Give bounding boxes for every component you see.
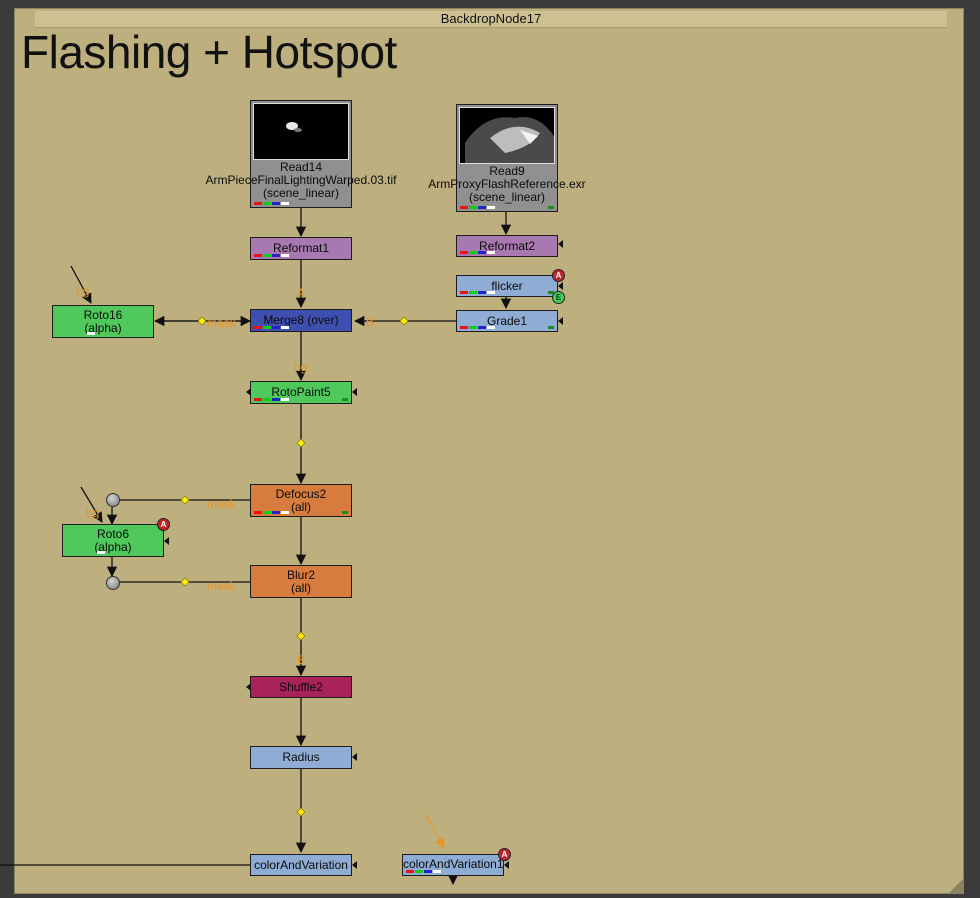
- merge-mask-input-label: mask: [207, 316, 236, 330]
- read14-thumbnail: [253, 103, 349, 160]
- dot-node-upper[interactable]: [106, 493, 120, 507]
- roto16-bg-label: bg: [76, 284, 90, 298]
- channel-chip: [548, 206, 554, 209]
- channel-chips: [254, 511, 289, 514]
- read9-label: Read9: [489, 164, 525, 178]
- shuffle2-label: Shuffle2: [279, 680, 323, 694]
- rotopaint5-label: RotoPaint5: [271, 385, 331, 399]
- merge-b-input-label: B: [366, 315, 375, 329]
- defocus-mask-input-label: mask: [207, 497, 236, 511]
- read14-file: ArmPieceFinalLightingWarped.03.tif: [205, 173, 397, 187]
- shuffle2-node[interactable]: Shuffle2: [250, 676, 352, 698]
- read9-colorspace: (scene_linear): [468, 190, 546, 204]
- radius-node[interactable]: Radius: [250, 746, 352, 769]
- channel-chip: [548, 291, 554, 294]
- colorandvariation-label: colorAndVariation: [254, 858, 348, 872]
- defocus2-node[interactable]: Defocus2 (all): [250, 484, 352, 517]
- roto6-bg-label: bg: [86, 506, 100, 520]
- colorandvariation1-animated-badge: A: [498, 848, 511, 861]
- merge-a-input-label: A: [297, 286, 306, 300]
- channel-chips: [460, 291, 495, 294]
- reformat2-node[interactable]: Reformat2: [456, 235, 558, 257]
- grade1-node[interactable]: Grade1: [456, 310, 558, 332]
- defocus2-label: Defocus2: [275, 487, 327, 501]
- blur-mask-input-label: mask: [207, 579, 236, 593]
- blur2-label: Blur2: [286, 568, 315, 582]
- blur2-node[interactable]: Blur2 (all): [250, 565, 352, 598]
- dot-node-lower[interactable]: [106, 576, 120, 590]
- read9-thumbnail: [459, 107, 555, 164]
- colorandvariation-node[interactable]: colorAndVariation: [250, 854, 352, 876]
- roto6-animated-badge: A: [157, 518, 170, 531]
- roto16-channel: (alpha): [84, 321, 122, 335]
- roto6-node[interactable]: Roto6 (alpha): [62, 524, 164, 557]
- backdrop-name[interactable]: BackdropNode17: [35, 11, 947, 28]
- read14-node[interactable]: Read14 ArmPieceFinalLightingWarped.03.ti…: [206, 100, 396, 208]
- channel-chips: [254, 398, 289, 401]
- colorandvariation1-node[interactable]: colorAndVariation1: [402, 854, 504, 876]
- channel-chip: [342, 511, 348, 514]
- rotopaint5-node[interactable]: RotoPaint5: [250, 381, 352, 404]
- read9-node[interactable]: Read9 ArmProxyFlashReference.exr (scene_…: [428, 104, 586, 212]
- merge-bg-output-label: bg: [294, 360, 308, 374]
- roto16-label: Roto16: [83, 308, 123, 322]
- channel-chip: [548, 326, 554, 329]
- flicker-expression-badge: E: [552, 291, 565, 304]
- reformat1-node[interactable]: Reformat1: [250, 237, 352, 260]
- channel-chips: [460, 326, 495, 329]
- channel-chip: [342, 398, 348, 401]
- flicker-node[interactable]: flicker: [456, 275, 558, 297]
- backdrop-resize-handle[interactable]: [949, 879, 963, 893]
- channel-chips: [460, 206, 495, 209]
- read14-colorspace: (scene_linear): [262, 186, 340, 200]
- read14-label: Read14: [279, 160, 323, 174]
- roto6-label: Roto6: [96, 527, 130, 541]
- reformat2-label: Reformat2: [478, 239, 536, 253]
- backdrop-title: Flashing + Hotspot: [21, 26, 397, 78]
- flicker-label: flicker: [491, 279, 523, 293]
- radius-label: Radius: [282, 750, 320, 764]
- roto16-node[interactable]: Roto16 (alpha): [52, 305, 154, 338]
- shuffle-b-input-label: B: [297, 653, 306, 667]
- channel-chips: [460, 251, 495, 254]
- colorandvariation1-label: colorAndVariation1: [403, 857, 504, 871]
- reformat1-label: Reformat1: [272, 241, 330, 255]
- channel-chips: [406, 870, 441, 873]
- defocus2-channel: (all): [291, 500, 311, 514]
- read9-file: ArmProxyFlashReference.exr: [428, 177, 586, 191]
- merge8-node[interactable]: Merge8 (over): [250, 309, 352, 332]
- channel-chips: [254, 326, 289, 329]
- flicker-animated-badge: A: [552, 269, 565, 282]
- merge8-label: Merge8 (over): [263, 313, 339, 327]
- roto6-channel: (alpha): [94, 540, 132, 554]
- grade1-label: Grade1: [486, 314, 528, 328]
- channel-chips: [254, 202, 289, 205]
- channel-chips: [254, 254, 289, 257]
- blur2-channel: (all): [291, 581, 311, 595]
- channel-chips: [87, 332, 95, 335]
- channel-chips: [97, 551, 105, 554]
